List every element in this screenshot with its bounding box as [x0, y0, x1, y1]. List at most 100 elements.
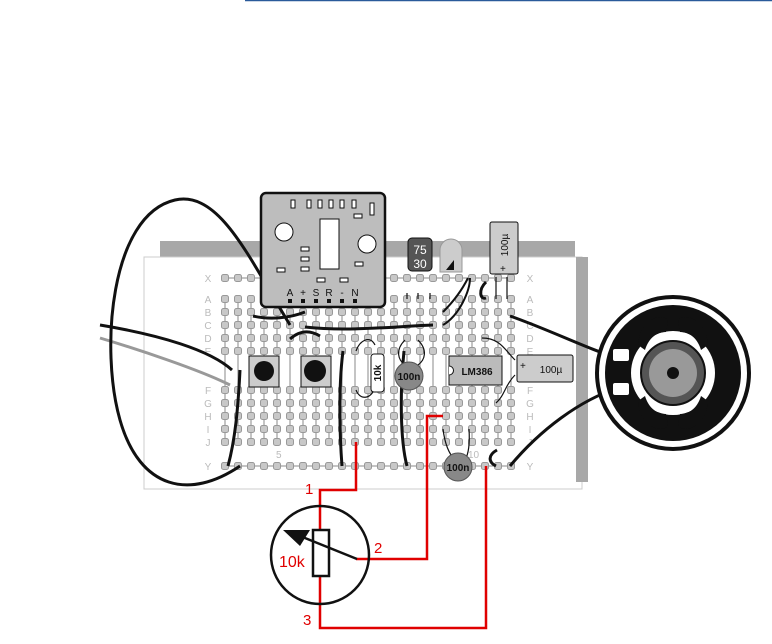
board-hole	[377, 412, 385, 420]
board-hole	[351, 334, 359, 342]
board-hole	[481, 347, 489, 355]
wire-e-y	[226, 369, 242, 467]
board-hole	[260, 438, 268, 446]
board-hole	[221, 334, 229, 342]
board-hole	[390, 308, 398, 316]
push-button-1[interactable]	[248, 355, 280, 388]
board-hole	[481, 308, 489, 316]
board-hole	[390, 462, 398, 470]
board-hole	[403, 334, 411, 342]
row-label: I	[529, 425, 532, 436]
wire-col10	[338, 350, 345, 467]
row-label: X	[527, 274, 534, 285]
board-hole	[429, 308, 437, 316]
ceramic-cap-1-label: 100n	[398, 372, 421, 383]
board-hole	[481, 438, 489, 446]
board-hole	[468, 386, 476, 394]
resistor-label: 10k	[373, 364, 384, 381]
board-hole	[429, 386, 437, 394]
board-hole	[429, 425, 437, 433]
potentiometer-symbol	[269, 504, 371, 606]
board-hole	[468, 321, 476, 329]
cap-top-label: 100µ	[500, 234, 511, 257]
board-hole	[455, 438, 463, 446]
board-hole	[442, 295, 450, 303]
board-hole	[221, 425, 229, 433]
board-hole	[494, 347, 502, 355]
board-hole	[494, 334, 502, 342]
push-button-2[interactable]	[300, 355, 332, 388]
board-hole	[455, 425, 463, 433]
board-hole	[325, 308, 333, 316]
pot-wire-2	[356, 414, 443, 561]
board-hole	[468, 308, 476, 316]
module-pin-label: N	[351, 288, 358, 299]
regulator-label-1: 75	[413, 243, 427, 257]
ceramic-cap-2-label: 100n	[447, 463, 470, 474]
board-hole	[325, 347, 333, 355]
row-label: F	[527, 386, 533, 397]
board-hole	[416, 274, 424, 282]
board-hole	[273, 438, 281, 446]
board-hole	[273, 347, 281, 355]
board-hole	[403, 399, 411, 407]
board-hole	[234, 438, 242, 446]
board-hole	[494, 386, 502, 394]
board-hole	[442, 399, 450, 407]
board-hole	[377, 308, 385, 316]
board-hole	[481, 412, 489, 420]
board-hole	[312, 412, 320, 420]
speaker	[595, 295, 751, 451]
board-hole	[390, 412, 398, 420]
row-label: I	[207, 425, 210, 436]
row-label: E	[527, 347, 534, 358]
board-hole	[481, 274, 489, 282]
pot-wire-1	[318, 442, 358, 530]
board-right-rail	[576, 257, 588, 482]
module-pin	[340, 299, 344, 303]
module-pin-label: -	[340, 288, 343, 299]
board-hole	[364, 308, 372, 316]
board-hole	[234, 347, 242, 355]
row-label: A	[527, 295, 534, 306]
board-hole	[377, 425, 385, 433]
board-hole	[260, 386, 268, 394]
board-hole	[455, 412, 463, 420]
board-hole	[507, 334, 515, 342]
board-hole	[325, 334, 333, 342]
jumper-d	[288, 330, 321, 341]
board-hole	[429, 334, 437, 342]
pot-pin-3-label: 3	[303, 612, 311, 629]
lm386-chip: LM386	[448, 355, 503, 386]
board-hole	[351, 399, 359, 407]
board-hole	[429, 274, 437, 282]
column-number-10: 10	[468, 450, 480, 461]
row-label: J	[206, 438, 211, 449]
board-hole	[312, 399, 320, 407]
row-label: X	[205, 274, 212, 285]
board-hole	[247, 425, 255, 433]
board-hole	[247, 438, 255, 446]
board-hole	[260, 321, 268, 329]
board-hole	[221, 274, 229, 282]
loop-wire	[109, 197, 292, 487]
module-pin	[288, 299, 292, 303]
board-hole	[312, 308, 320, 316]
cap-top-polarity: +	[500, 264, 506, 275]
row-label: B	[527, 308, 534, 319]
board-hole	[247, 321, 255, 329]
board-hole	[312, 425, 320, 433]
board-hole	[455, 386, 463, 394]
chip-label: LM386	[461, 367, 493, 378]
voltage-regulator: 75 30	[407, 237, 433, 272]
board-hole	[247, 386, 255, 394]
row-label: D	[204, 334, 211, 345]
board-hole	[494, 321, 502, 329]
board-hole	[312, 462, 320, 470]
board-hole	[351, 308, 359, 316]
board-hole	[299, 386, 307, 394]
board-hole	[299, 462, 307, 470]
board-hole	[442, 412, 450, 420]
cap-right-label: 100µ	[540, 365, 563, 376]
